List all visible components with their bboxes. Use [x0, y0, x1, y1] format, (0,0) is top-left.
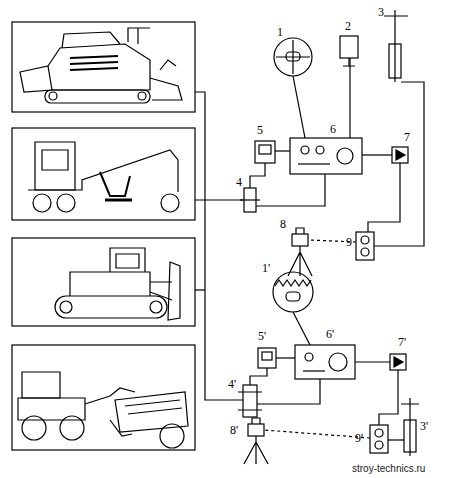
grader-sketch	[28, 142, 179, 212]
signal-wire	[195, 289, 205, 290]
callout-number: 4'	[228, 378, 236, 391]
amplifier	[392, 147, 408, 163]
machine-panel	[12, 345, 195, 450]
callout-number: 6	[330, 123, 336, 136]
callout-number: 2	[345, 20, 351, 33]
sensor-disc	[274, 38, 312, 76]
receiver-unit	[340, 36, 358, 58]
callout-number: 5'	[258, 330, 266, 343]
callout-number: 1	[277, 26, 283, 39]
sensor-disc	[273, 272, 313, 312]
callout-number: 4	[236, 176, 242, 189]
paver-sketch	[20, 28, 182, 103]
amplifier	[390, 354, 406, 370]
callout-number: 9	[346, 236, 352, 249]
lower-control-system	[238, 272, 419, 464]
scraper-sketch	[18, 372, 188, 448]
callout-number: 1'	[262, 262, 270, 275]
callout-number: 8	[280, 218, 286, 231]
callout-number: 5	[257, 124, 263, 137]
bulldozer-sketch	[55, 248, 180, 320]
callout-number: 7	[404, 131, 410, 144]
control-module	[255, 141, 275, 163]
receiver-mast	[384, 10, 408, 82]
callout-number: 7'	[398, 336, 406, 349]
signal-box	[370, 425, 388, 453]
callout-number: 3'	[420, 420, 428, 433]
laser-tripod	[244, 418, 268, 464]
callout-number: 9'	[355, 432, 363, 445]
machine-panel	[12, 238, 195, 326]
control-panel	[290, 138, 362, 174]
control-module	[258, 348, 276, 368]
machine-panel	[12, 22, 195, 112]
receiver-mast	[401, 398, 419, 456]
signal-box	[356, 232, 374, 260]
watermark: stroy-technics.ru	[352, 463, 425, 475]
signal-wire	[195, 199, 243, 200]
callout-number: 6'	[326, 328, 334, 341]
callout-number: 8'	[230, 424, 238, 437]
control-panel	[295, 345, 355, 379]
machine-panel	[12, 128, 195, 220]
callout-number: 3	[378, 6, 384, 19]
signal-bus	[195, 92, 243, 400]
upper-control-system	[240, 10, 424, 276]
hydraulic-valve	[243, 385, 257, 417]
laser-tripod	[288, 228, 312, 276]
